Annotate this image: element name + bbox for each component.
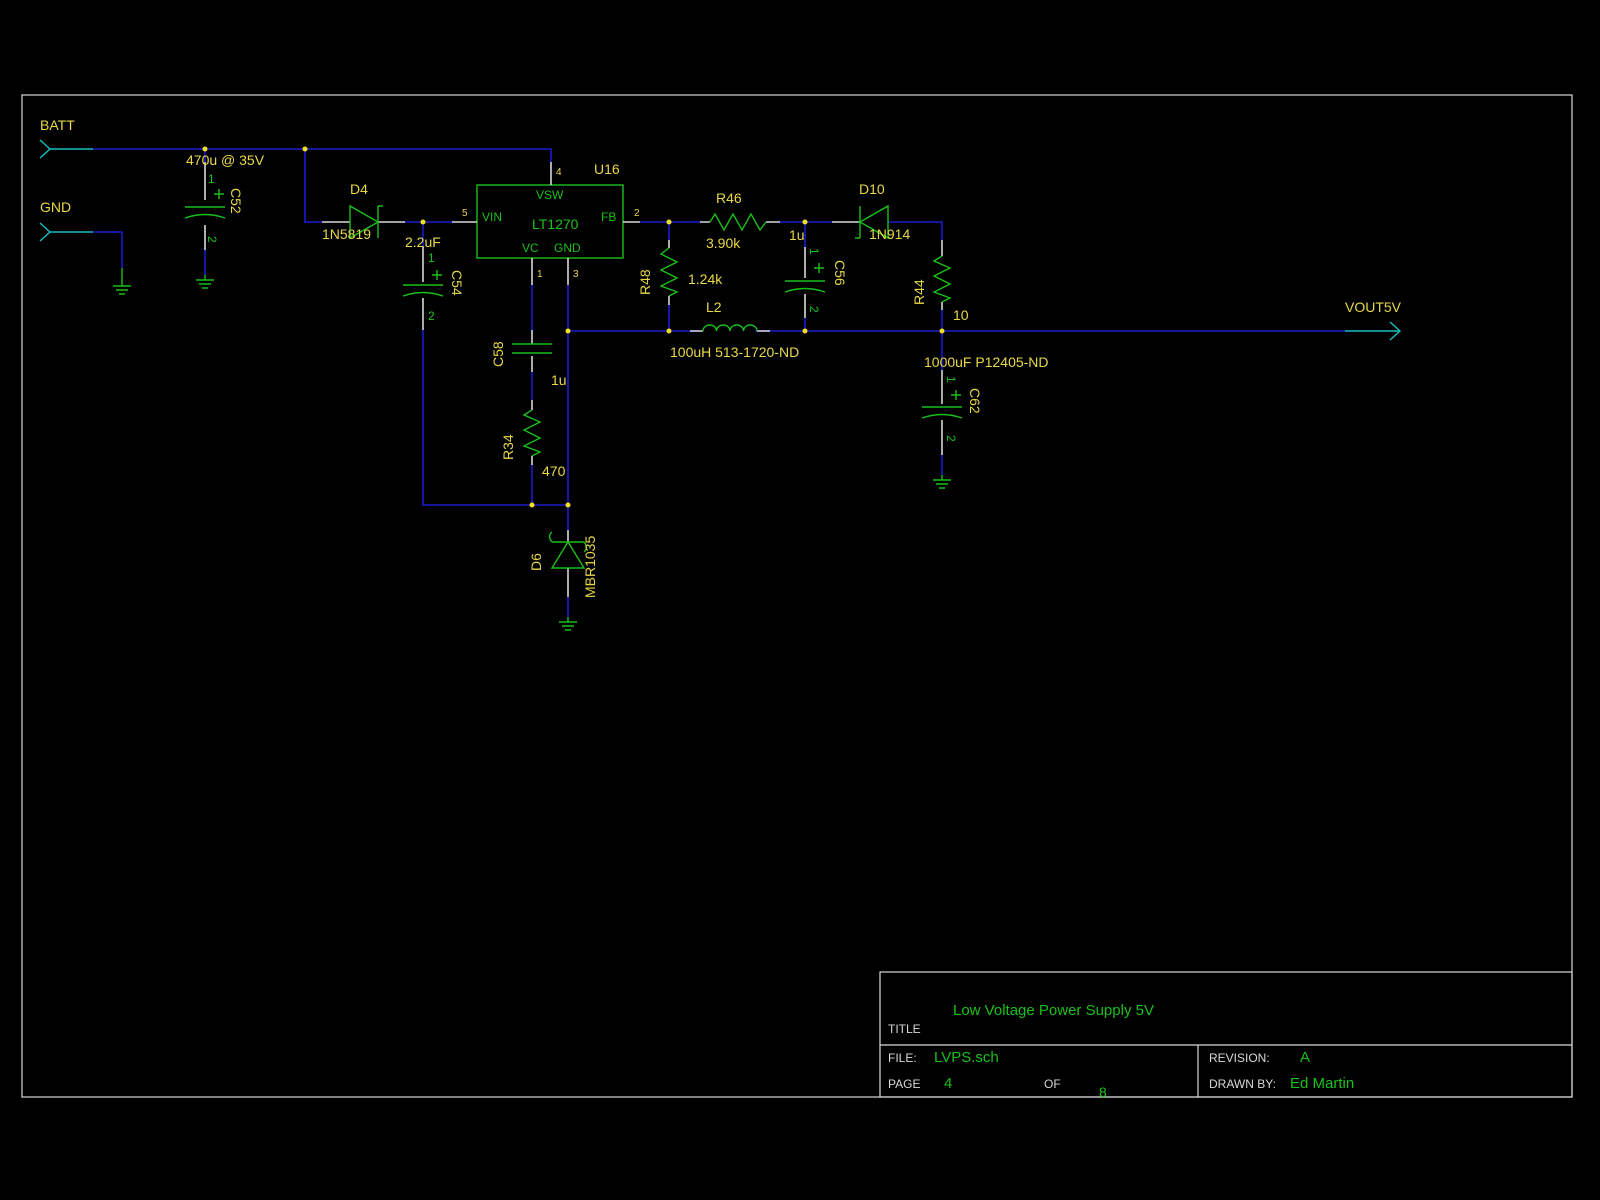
svg-text:1: 1 [537,269,543,280]
drawn-by-value: Ed Martin [1290,1075,1354,1092]
svg-text:VC: VC [522,241,539,255]
inductor-l2[interactable]: L2 100uH 513-1720-ND [670,299,799,360]
c54-ref: C54 [449,270,465,296]
svg-text:1: 1 [208,172,215,186]
revision-value: A [1300,1049,1310,1066]
port-gnd-label: GND [40,199,71,215]
ground-symbol [933,475,951,489]
c62-value: 1000uF P12405-ND [924,354,1049,370]
r48-value: 1.24k [688,271,723,287]
c54-value: 2.2uF [405,234,441,250]
d10-ref: D10 [859,181,885,197]
r46-ref: R46 [716,190,742,206]
capacitor-c62[interactable]: 1 2 C62 1000uF P12405-ND [921,354,1049,455]
page-value: 4 [944,1075,952,1092]
capacitor-c56[interactable]: 1 2 C56 1u [784,227,848,318]
c58-value: 1u [551,372,567,388]
svg-text:1: 1 [944,376,958,383]
capacitor-c54[interactable]: 1 2 C54 2.2uF [402,234,465,330]
u16-part: LT1270 [532,216,579,232]
file-value: LVPS.sch [934,1049,999,1066]
d6-value: MBR1035 [582,536,598,598]
l2-value: 100uH 513-1720-ND [670,344,799,360]
port-vout-label: VOUT5V [1345,299,1402,315]
title-value: Low Voltage Power Supply 5V [953,1002,1154,1019]
port-batt[interactable]: BATT [39,117,93,159]
svg-text:2: 2 [634,208,640,219]
d4-value: 1N5819 [322,226,371,242]
c62-ref: C62 [967,388,983,414]
of-label: OF [1044,1077,1061,1091]
c58-ref: C58 [490,341,506,367]
capacitor-c58[interactable]: C58 1u [490,330,567,388]
zener-diode-d6[interactable]: D6 MBR1035 [528,530,598,598]
svg-text:VIN: VIN [482,210,502,224]
svg-text:4: 4 [556,167,562,178]
revision-label: REVISION: [1209,1051,1270,1065]
svg-text:1: 1 [807,248,821,255]
svg-text:2: 2 [944,435,958,442]
diode-d4[interactable]: D4 1N5819 [322,181,405,242]
ic-u16[interactable]: U16 LT1270 VSW VIN FB VC GND 4 5 2 1 3 [452,161,640,285]
capacitor-c52[interactable]: 1 2 C52 470u @ 35V [184,152,265,250]
svg-text:GND: GND [554,241,581,255]
d4-ref: D4 [350,181,368,197]
r34-value: 470 [542,463,566,479]
svg-text:VSW: VSW [536,188,564,202]
c52-value: 470u @ 35V [186,152,265,168]
page-label: PAGE [888,1077,920,1091]
svg-text:FB: FB [601,210,616,224]
ground-symbol [196,275,214,289]
title-label: TITLE [888,1022,921,1036]
c56-value: 1u [789,227,805,243]
wires [93,148,1345,617]
of-value: 8 [1099,1084,1107,1100]
port-vout5v[interactable]: VOUT5V [1345,299,1402,341]
r34-ref: R34 [500,434,516,460]
d10-value: 1N914 [869,226,910,242]
r48-ref: R48 [637,269,653,295]
u16-ref: U16 [594,161,620,177]
resistor-r34[interactable]: R34 470 [500,400,566,479]
port-batt-label: BATT [40,117,75,133]
resistor-r46[interactable]: R46 3.90k [700,190,780,251]
diode-d10[interactable]: D10 1N914 [832,181,910,242]
r44-ref: R44 [911,279,927,305]
l2-ref: L2 [706,299,722,315]
sheet-border [21,94,1573,1098]
resistor-r48[interactable]: R48 1.24k [637,240,723,305]
file-label: FILE: [888,1051,917,1065]
c56-ref: C56 [832,260,848,286]
ground-symbol [559,617,577,631]
svg-text:2: 2 [205,236,219,243]
ground-symbol [113,268,131,295]
d6-ref: D6 [528,553,544,571]
svg-text:3: 3 [573,269,579,280]
svg-text:1: 1 [428,251,435,265]
svg-text:5: 5 [462,208,468,219]
port-gnd[interactable]: GND [39,199,93,242]
junctions [202,146,945,508]
resistor-r44[interactable]: R44 10 [911,240,969,323]
r44-value: 10 [953,307,969,323]
svg-text:2: 2 [428,309,435,323]
svg-text:2: 2 [807,306,821,313]
drawn-by-label: DRAWN BY: [1209,1077,1276,1091]
c52-ref: C52 [228,188,244,214]
r46-value: 3.90k [706,235,741,251]
title-block: TITLE Low Voltage Power Supply 5V FILE: … [879,971,1573,1100]
